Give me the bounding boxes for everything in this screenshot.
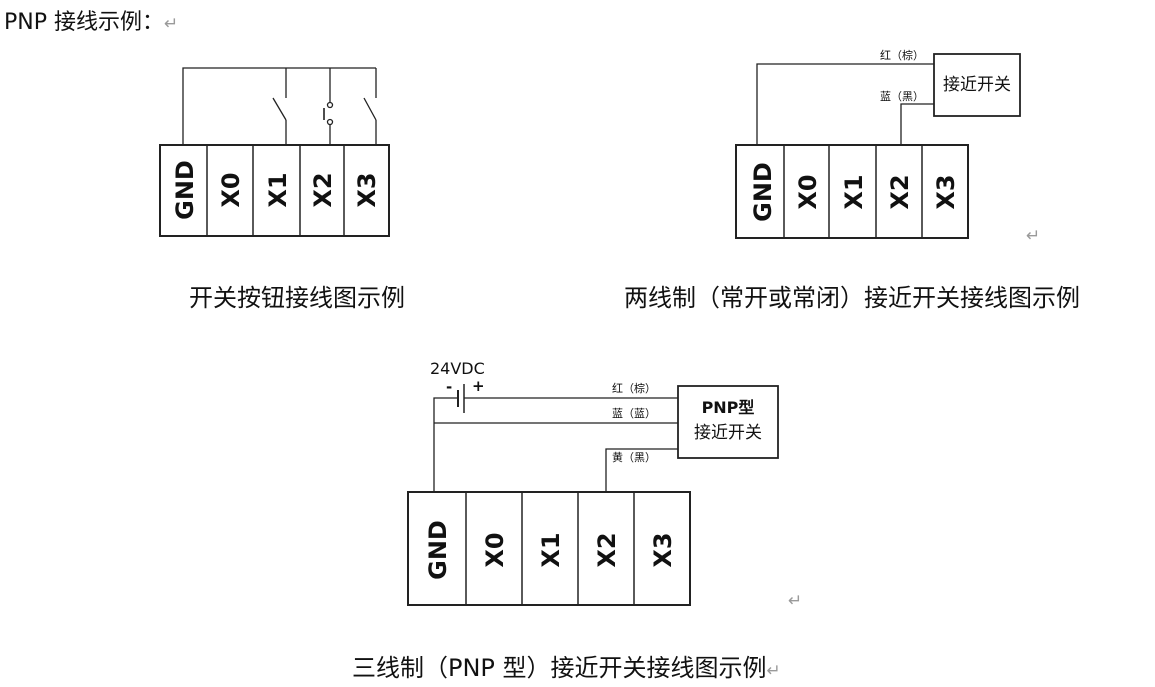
switch-blade-x3 [363,97,377,121]
diagram-three-wire-pnp [407,384,779,606]
wire-yellow-black [605,448,678,492]
diagram3-labels: GND X0 X1 X2 X3 24VDC - + 红（棕） 蓝（蓝） 黄（黑）… [424,359,802,611]
wire-blue-black [900,103,934,145]
terminal-label-x3: X3 [649,532,677,567]
diagram3-return-mark: ↵ [788,591,802,611]
caption-two-wire-sensor: 两线制（常开或常闭）接近开关接线图示例 [624,284,1080,312]
terminal-label-x3: X3 [932,174,960,209]
terminal-label-x3: X3 [353,172,381,207]
caption-return-mark: ↵ [766,661,781,681]
diagram1-terminal-labels: GND X0 X1 X2 X3 [171,160,381,220]
switch-blade-x1 [272,97,287,121]
terminal-label-x1: X1 [537,532,565,567]
terminal-label-x1: X1 [264,172,292,207]
wire-label-yellow: 黄（黑） [612,450,656,464]
diagram-button-switches [159,67,390,237]
supply-label: 24VDC [430,359,485,378]
pnp-sensor-box [677,385,779,459]
caption-button-switches: 开关按钮接线图示例 [189,284,405,312]
diagram2-return-mark: ↵ [1026,226,1040,246]
terminal-label-x0: X0 [794,174,822,209]
supply-minus: - [446,378,452,396]
heading-text: PNP 接线示例： [4,10,164,35]
terminal-label-x0: X0 [217,172,245,207]
common-wire [182,67,376,145]
wire-negative [433,397,458,492]
supply-plus: + [472,377,485,395]
wire-label-red: 红（棕） [612,381,656,395]
terminal-block [159,144,390,237]
caption-three-wire-pnp: 三线制（PNP 型）接近开关接线图示例↵ [352,648,781,683]
section-heading: PNP 接线示例：↵ [4,4,178,36]
wire-label-blue: 蓝（蓝） [612,407,656,420]
sensor-label-name: 接近开关 [694,423,762,443]
caption-three-wire-text: 三线制（PNP 型）接近开关接线图示例 [352,654,767,682]
heading-return-mark: ↵ [163,14,179,34]
terminal-label-gnd: GND [424,520,452,580]
sensor-label: 接近开关 [943,75,1011,95]
wire-label-blue: 蓝（黑） [880,90,924,103]
sensor-label-type: PNP型 [702,398,755,417]
terminal-label-x1: X1 [840,174,868,209]
terminal-label-x0: X0 [481,532,509,567]
proximity-switch-box [933,53,1021,117]
wire-red-brown [756,63,934,145]
terminal-block [735,144,969,239]
terminal-label-x2: X2 [593,532,621,567]
terminal-label-x2: X2 [309,172,337,207]
diagram-two-wire-sensor [735,53,1021,239]
terminal-label-gnd: GND [749,162,777,222]
terminal-label-x2: X2 [886,174,914,209]
terminal-block [407,491,691,606]
terminal-label-gnd: GND [171,160,199,220]
wire-label-red: 红（棕） [880,48,924,62]
diagram2-labels: GND X0 X1 X2 X3 红（棕） 蓝（黑） 接近开关 ↵ [749,48,1040,246]
